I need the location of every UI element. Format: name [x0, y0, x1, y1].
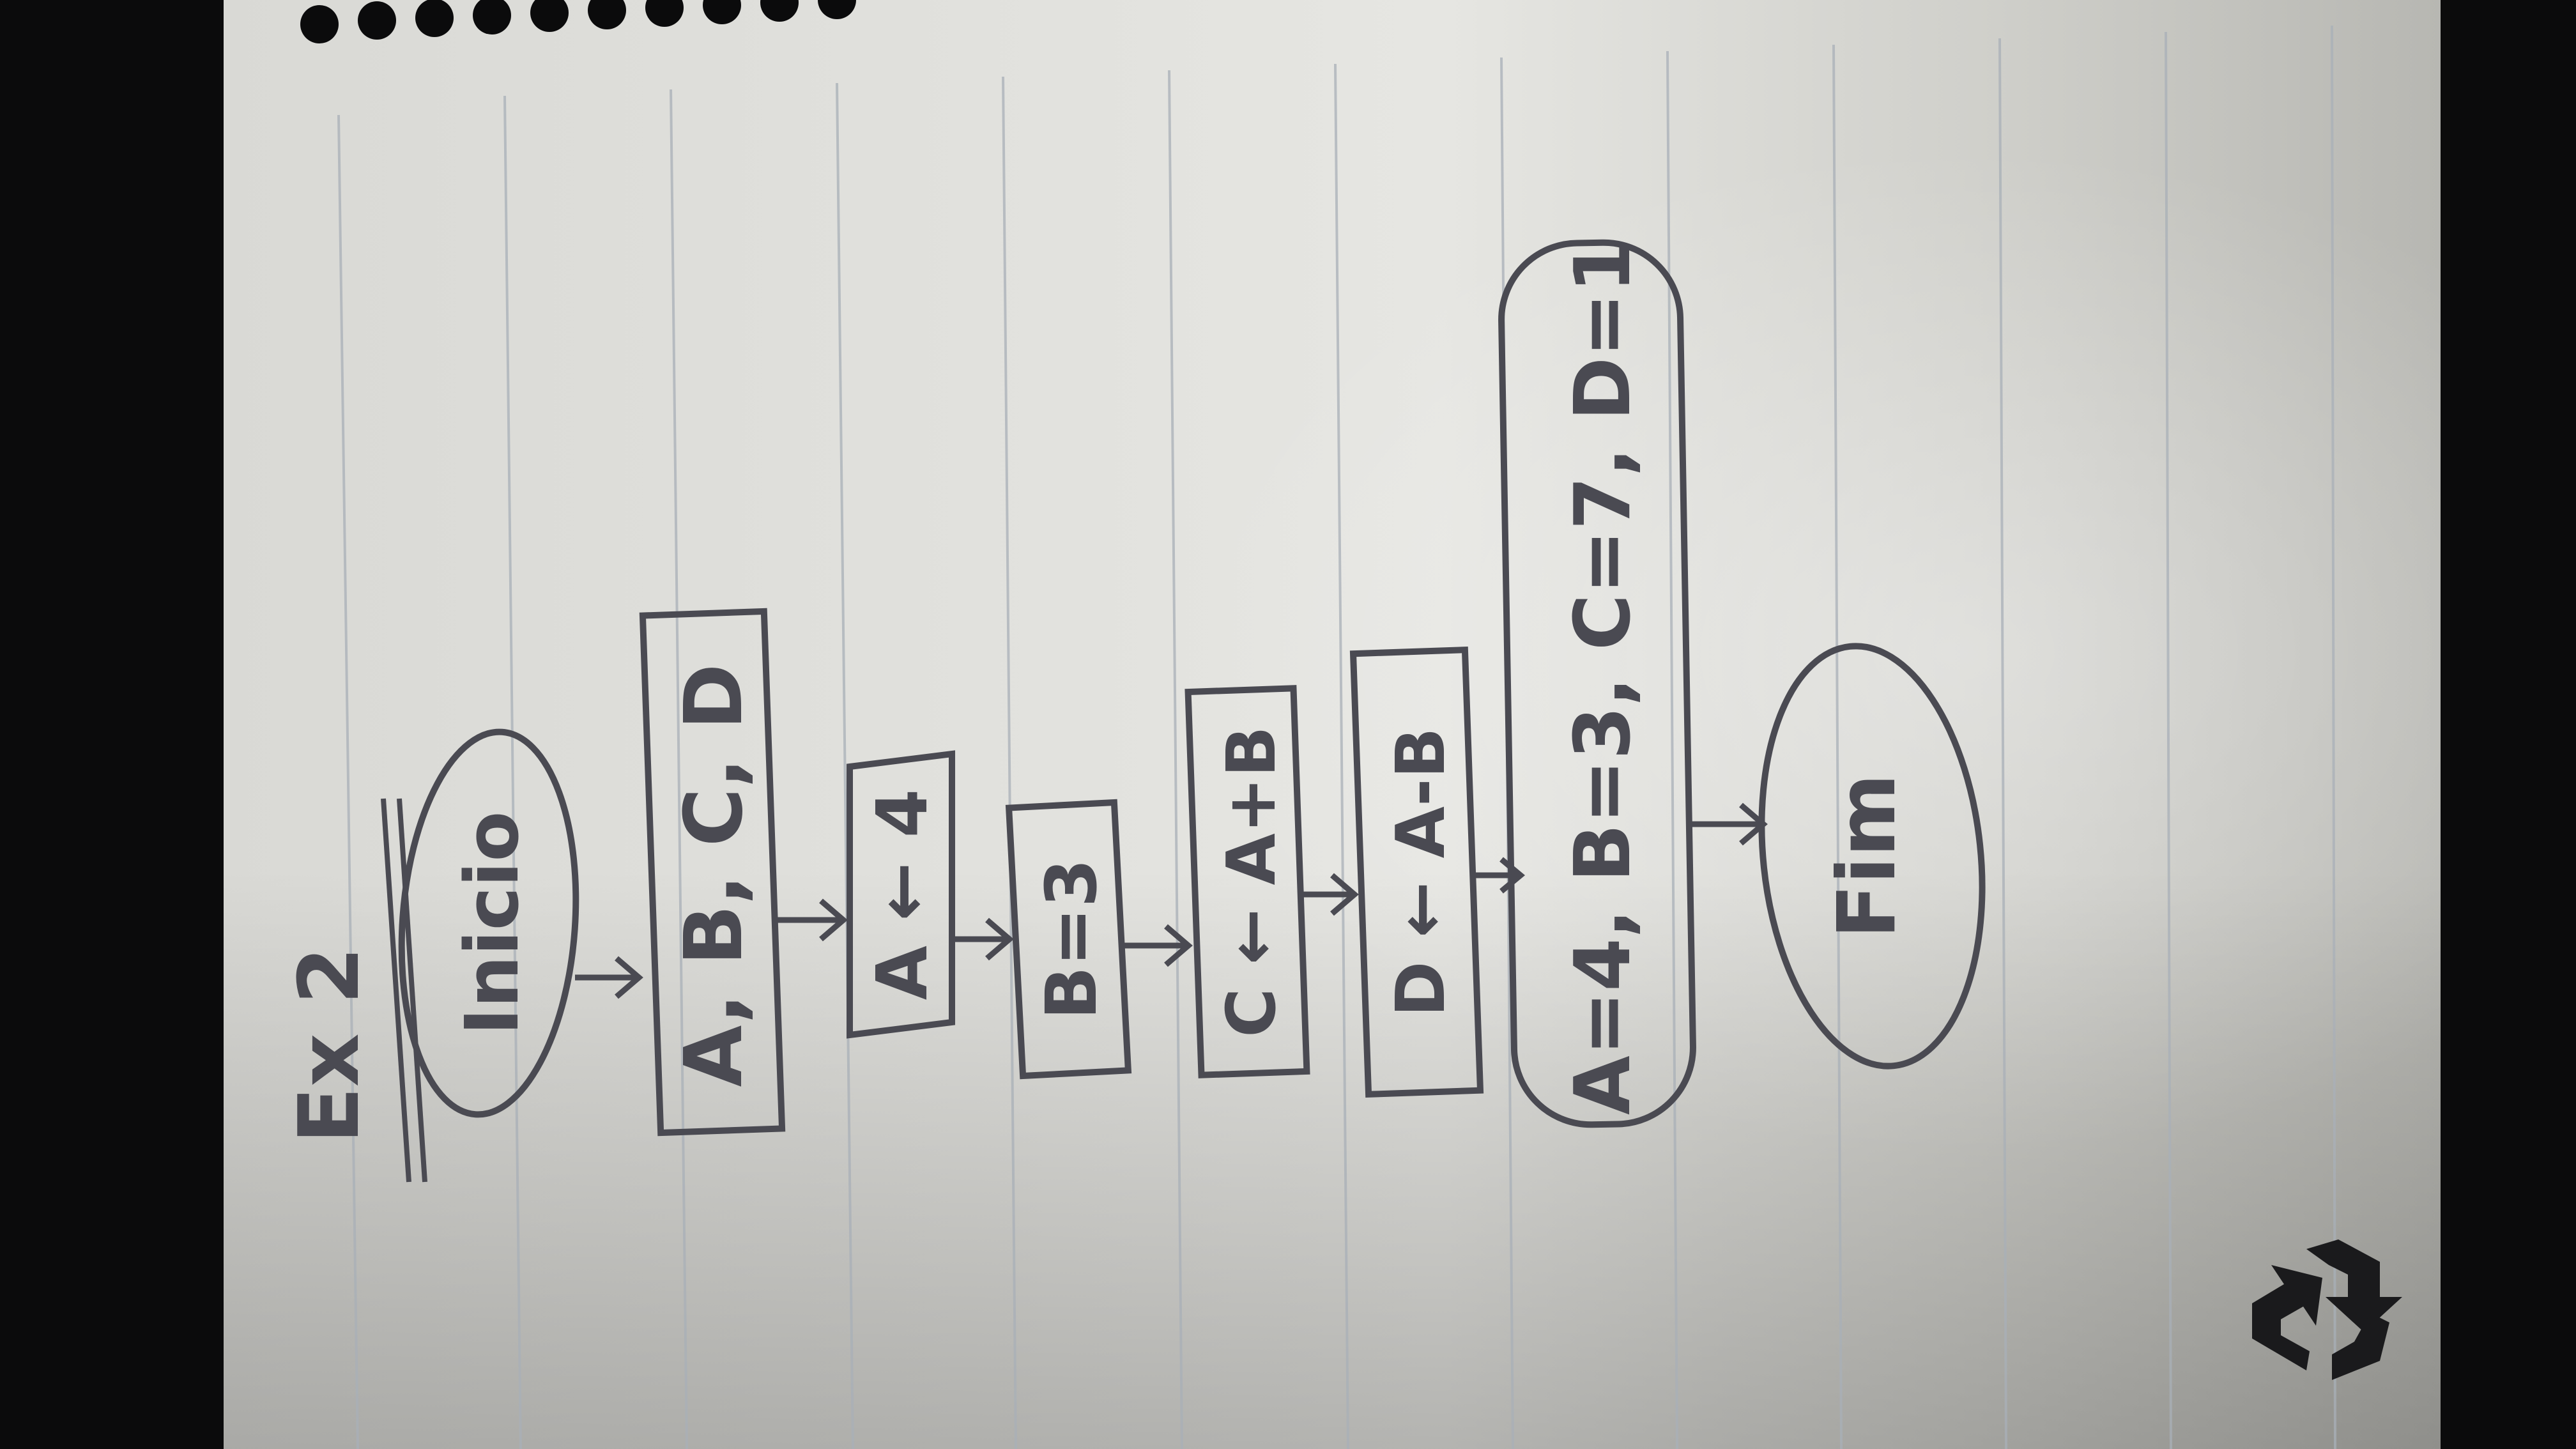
assign-d-block: D ← A-B: [1349, 646, 1484, 1098]
output-label: A=4, B=3, C=7, D=1: [1559, 240, 1648, 1115]
arrow-1: [575, 956, 643, 999]
assign-b-block: B=3: [1005, 799, 1132, 1080]
assign-b-label: B=3: [1031, 859, 1112, 1020]
start-label: Inicio: [450, 811, 535, 1036]
arrow-5: [1303, 873, 1359, 916]
assign-d-label: D ← A-B: [1382, 727, 1460, 1016]
end-label: Fim: [1821, 774, 1913, 939]
assign-c-label: C ← A+B: [1213, 726, 1291, 1037]
declare-block: A, B, C, D: [639, 608, 786, 1137]
start-terminator: Inicio: [398, 728, 579, 1118]
heading-group: Ex 2: [280, 798, 427, 1183]
assign-c-block: C ← A+B: [1184, 685, 1310, 1078]
binding-holes: [300, 0, 856, 43]
declare-label: A, B, C, D: [668, 664, 760, 1087]
recycle-icon: [2252, 1239, 2402, 1380]
arrow-3: [955, 917, 1014, 961]
arrow-4: [1124, 924, 1193, 967]
arrow-2: [776, 898, 848, 942]
assign-a-block: A ← 4: [847, 750, 955, 1039]
end-terminator: Fim: [1758, 643, 1986, 1070]
output-block: A=4, B=3, C=7, D=1: [1498, 239, 1696, 1128]
page-heading: Ex 2: [280, 947, 378, 1144]
assign-a-label: A ← 4: [861, 789, 943, 1000]
